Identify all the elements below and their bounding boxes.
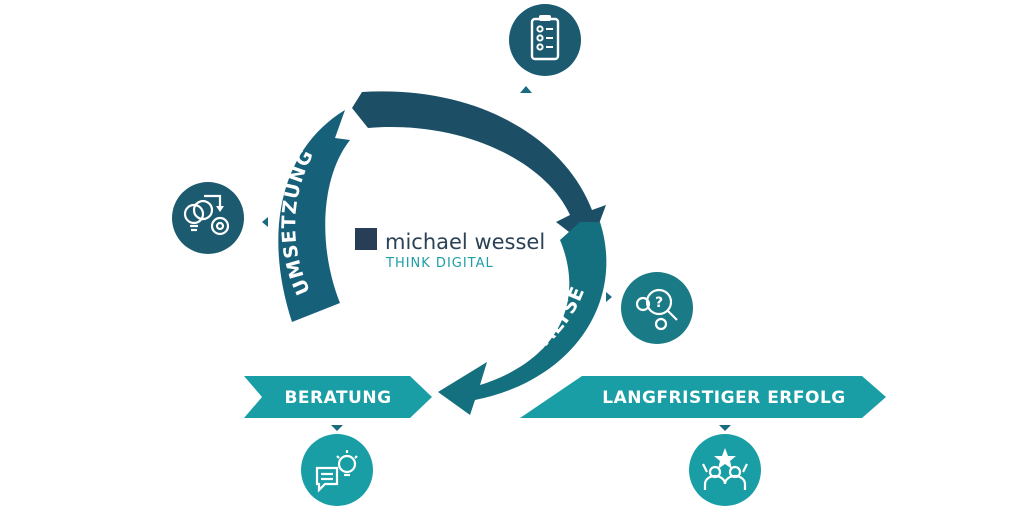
pointer-umsetzung [262,217,268,227]
lightbulb-gear-icon [172,182,244,254]
logo-mark [355,228,377,250]
beratung-label: BERATUNG [284,388,391,408]
beratung-banner: BERATUNG [244,376,432,418]
logo-tagline: THINK DIGITAL [385,256,494,271]
pointer-beratung [331,425,343,431]
erfolg-banner: LANGFRISTIGER ERFOLG [520,376,886,418]
chat-lightbulb-icon [301,434,373,506]
svg-text:?: ? [655,295,663,311]
logo-name: michael wessel [385,230,545,254]
erfolg-label: LANGFRISTIGER ERFOLG [602,388,846,408]
pointer-analyse [606,292,612,302]
team-star-icon [689,434,761,506]
pointer-planung [520,86,532,93]
pointer-erfolg [719,425,731,431]
pointer-markers [262,86,731,431]
checklist-icon [509,4,581,76]
umsetzung-arrow: UMSETZUNG [278,110,350,322]
question-gear-magnifier-icon: ? [621,272,693,344]
planung-arrow: PLANUNG [352,67,606,248]
company-logo: michael wessel THINK DIGITAL [355,228,545,271]
